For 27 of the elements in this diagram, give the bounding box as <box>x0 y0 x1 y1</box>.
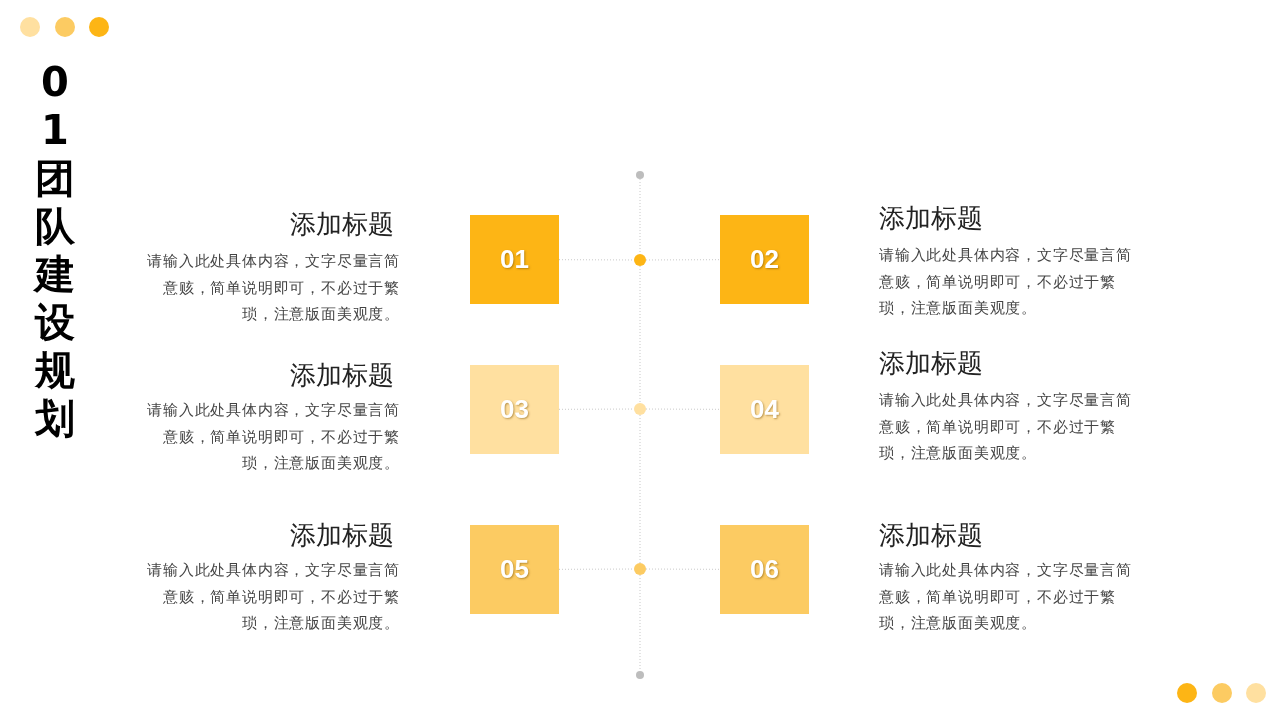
item-heading: 添加标题 <box>290 519 394 552</box>
item-description: 请输入此处具体内容，文字尽量言简意赅，简单说明即可，不必过于繁琐，注意版面美观度。 <box>879 246 1133 318</box>
item-description: 请输入此处具体内容，文字尽量言简意赅，简单说明即可，不必过于繁琐，注意版面美观度。 <box>146 561 400 633</box>
item-description: 请输入此处具体内容，文字尽量言简意赅，简单说明即可，不必过于繁琐，注意版面美观度。 <box>146 401 400 473</box>
connector-line <box>645 259 721 261</box>
item-heading: 添加标题 <box>290 359 394 392</box>
item-heading: 添加标题 <box>290 208 394 241</box>
item-heading: 添加标题 <box>879 202 983 235</box>
connector-line <box>645 408 721 410</box>
timeline-dot <box>634 254 646 266</box>
timeline-dot <box>634 563 646 575</box>
number-box: 03 <box>470 365 559 454</box>
vertical-title: 01 团队建设规划 <box>32 58 76 442</box>
connector-line <box>645 568 721 570</box>
number-box: 06 <box>720 525 809 614</box>
item-heading: 添加标题 <box>879 519 983 552</box>
number-box: 05 <box>470 525 559 614</box>
item-heading: 添加标题 <box>879 347 983 380</box>
item-description: 请输入此处具体内容，文字尽量言简意赅，简单说明即可，不必过于繁琐，注意版面美观度。 <box>879 391 1133 463</box>
end-dot <box>636 171 644 179</box>
number-box: 04 <box>720 365 809 454</box>
number-box: 02 <box>720 215 809 304</box>
end-dot <box>636 671 644 679</box>
number-box: 01 <box>470 215 559 304</box>
item-description: 请输入此处具体内容，文字尽量言简意赅，简单说明即可，不必过于繁琐，注意版面美观度。 <box>879 561 1133 633</box>
timeline-dot <box>634 403 646 415</box>
item-description: 请输入此处具体内容，文字尽量言简意赅，简单说明即可，不必过于繁琐，注意版面美观度。 <box>146 252 400 324</box>
